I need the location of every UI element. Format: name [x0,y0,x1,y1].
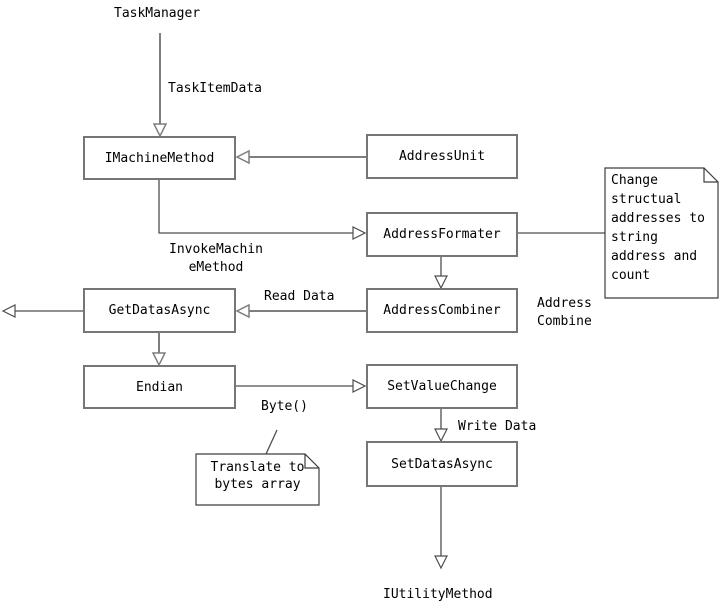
arrowhead-right-icon [352,226,367,240]
note-callout-line [265,429,278,455]
node-addressformater[interactable]: AddressFormater [366,212,518,257]
connector-endian-setvaluechange [235,379,367,393]
arrowhead-down-icon [151,352,167,367]
edge-label-addresscombine: Address Combine [537,296,592,329]
note-change-structural-shape[interactable] [604,167,719,299]
node-iutilitymethod[interactable]: IUtilityMethod [383,587,493,602]
connector-getdatasasync-out-left [1,304,83,318]
connector-getdatasasync-endian [151,332,167,367]
node-setdatasasync[interactable]: SetDatasAsync [366,441,518,487]
edge-label-invokemachinemethod: InvokeMachin eMethod [169,242,263,275]
connector-imachinemethod-addressformater [158,179,367,240]
node-addressunit[interactable]: AddressUnit [366,134,518,179]
arrowhead-down-icon [152,123,168,138]
connector-setdatasasync-iutilitymethod [434,487,448,570]
folded-corner-icon [703,168,718,183]
arrowhead-right-icon [352,379,367,393]
folded-corner-icon [304,454,319,469]
node-addresscombiner[interactable]: AddressCombiner [366,288,518,333]
arrowhead-down-icon [434,428,448,443]
connector-addresscombiner-getdatasasync [235,303,366,319]
edge-label-taskitemdata: TaskItemData [168,81,262,96]
note-translate-bytes-text[interactable]: Translate to bytes array [210,460,305,492]
arrowhead-down-icon [434,275,448,290]
arrowhead-down-icon [434,555,448,570]
connector-addressformater-addresscombiner [434,257,448,290]
node-endian[interactable]: Endian [83,365,236,409]
node-taskmanager[interactable]: TaskManager [114,6,201,21]
connector-addressunit-imachinemethod [235,149,366,165]
arrowhead-left-icon [235,303,250,319]
edge-label-writedata: Write Data [458,419,537,434]
note-translate-bytes-shape[interactable] [195,429,320,506]
note-change-structural-text[interactable]: Change structual addresses to string add… [611,173,705,283]
connector-taskmanager-imachinemethod [152,33,168,138]
edge-label-byte: Byte() [261,399,308,414]
connector-setvaluechange-setdatasasync [434,409,448,443]
node-imachinemethod[interactable]: IMachineMethod [83,136,236,180]
node-setvaluechange[interactable]: SetValueChange [366,364,518,409]
edge-label-readdata: Read Data [264,289,335,304]
arrowhead-left-icon [1,304,16,318]
arrowhead-left-icon [235,149,250,165]
node-getdatasasync[interactable]: GetDatasAsync [83,288,236,333]
